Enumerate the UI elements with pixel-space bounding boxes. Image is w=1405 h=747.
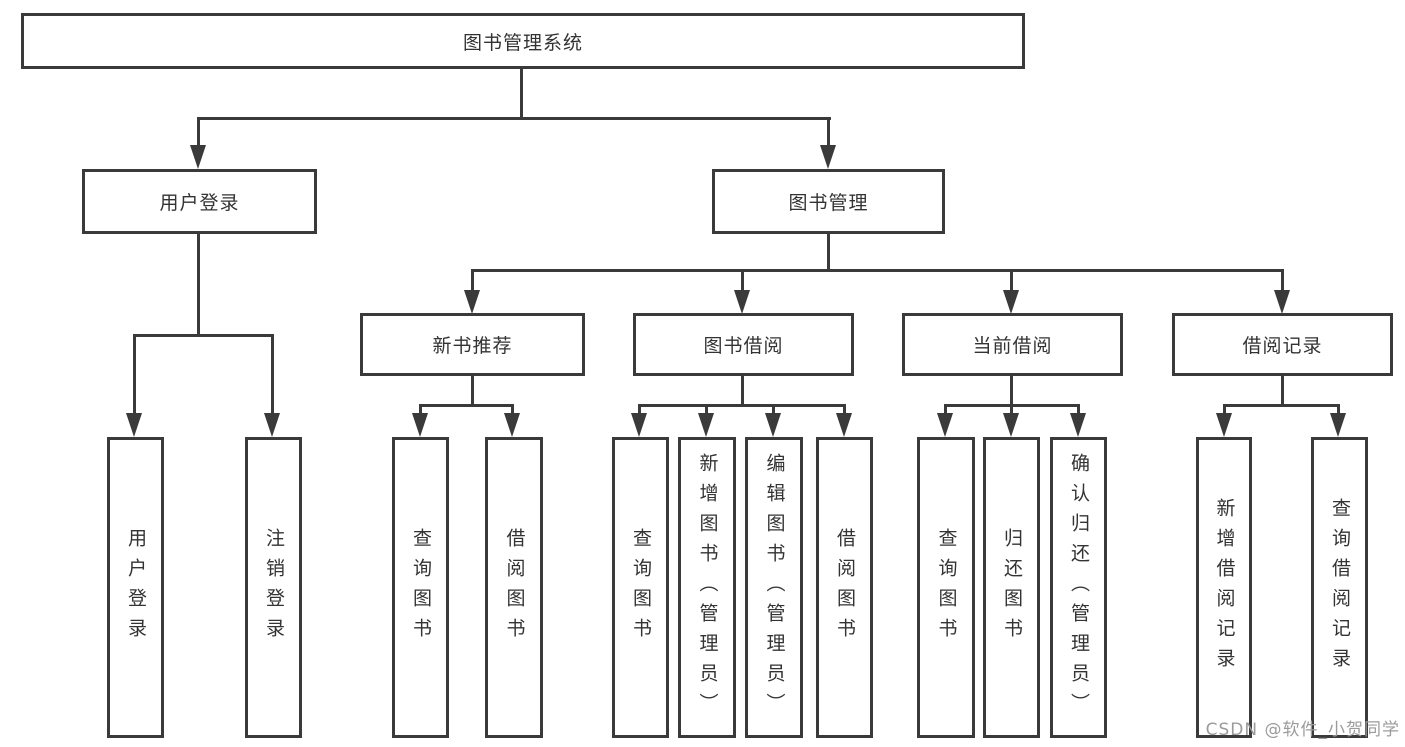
csdn-watermark: CSDN @软件_小贺同学 bbox=[1205, 720, 1400, 740]
node-label: 查询图书 bbox=[630, 527, 652, 648]
node-label: 借阅记录 bbox=[1242, 335, 1323, 357]
connector-hline bbox=[133, 334, 274, 337]
leaf-borrow-books-recommend: 借阅图书 bbox=[485, 437, 543, 738]
leaf-edit-books-admin: 编辑图书（管理员） bbox=[745, 437, 803, 738]
connector-vline bbox=[741, 269, 744, 295]
connector-vline bbox=[133, 334, 136, 416]
node-book-management: 图书管理 bbox=[712, 169, 945, 234]
connector-vline bbox=[1010, 404, 1013, 417]
arrowhead-down-icon bbox=[1274, 290, 1290, 314]
arrowhead-down-icon bbox=[734, 290, 750, 314]
arrowhead-down-icon bbox=[1003, 413, 1019, 437]
node-label: 查询图书 bbox=[410, 527, 432, 648]
leaf-query-books-current: 查询图书 bbox=[917, 437, 975, 738]
connector-hline bbox=[638, 404, 846, 407]
node-current-borrowing: 当前借阅 bbox=[902, 313, 1123, 376]
connector-hline bbox=[197, 117, 831, 120]
arrowhead-down-icon bbox=[504, 413, 520, 437]
connector-vline bbox=[772, 404, 775, 417]
node-label: 借阅图书 bbox=[503, 527, 526, 648]
connector-vline bbox=[1223, 404, 1226, 417]
node-label: 编辑图书（管理员） bbox=[763, 452, 786, 723]
node-label: 图书管理 bbox=[788, 192, 869, 214]
arrowhead-down-icon bbox=[1070, 413, 1086, 437]
leaf-add-borrow-record: 新增借阅记录 bbox=[1196, 437, 1252, 738]
arrowhead-down-icon bbox=[1003, 290, 1019, 314]
connector-hline bbox=[419, 404, 514, 407]
connector-vline bbox=[1337, 404, 1340, 417]
connector-vline bbox=[741, 376, 744, 406]
node-label: 用户登录 bbox=[125, 527, 147, 648]
node-label: 查询借阅记录 bbox=[1329, 497, 1351, 678]
node-user-login: 用户登录 bbox=[82, 169, 317, 234]
arrowhead-down-icon bbox=[937, 413, 953, 437]
connector-hline bbox=[471, 269, 1284, 272]
leaf-query-borrow-record: 查询借阅记录 bbox=[1311, 437, 1368, 738]
leaf-add-books-admin: 新增图书（管理员） bbox=[678, 437, 736, 738]
node-label: 用户登录 bbox=[159, 192, 240, 214]
leaf-user-login: 用户登录 bbox=[107, 437, 164, 738]
node-label: 注销登录 bbox=[263, 527, 285, 648]
leaf-query-books-borrowing: 查询图书 bbox=[612, 437, 669, 738]
node-label: 确认归还（管理员） bbox=[1068, 452, 1090, 723]
arrowhead-down-icon bbox=[836, 413, 852, 437]
node-label: 当前借阅 bbox=[972, 335, 1053, 357]
connector-vline bbox=[419, 404, 422, 417]
leaf-return-books: 归还图书 bbox=[983, 437, 1040, 738]
connector-vline bbox=[197, 117, 200, 149]
connector-hline bbox=[1223, 404, 1340, 407]
node-label: 新书推荐 bbox=[432, 335, 513, 357]
node-library-management-system: 图书管理系统 bbox=[21, 13, 1025, 69]
arrowhead-down-icon bbox=[631, 413, 647, 437]
arrowhead-down-icon bbox=[765, 413, 781, 437]
connector-vline bbox=[1077, 404, 1080, 417]
node-label: 新增图书（管理员） bbox=[696, 452, 719, 723]
arrowhead-down-icon bbox=[820, 145, 836, 169]
connector-vline bbox=[471, 376, 474, 406]
node-book-borrowing: 图书借阅 bbox=[633, 313, 854, 376]
connector-vline bbox=[1281, 376, 1284, 406]
leaf-confirm-return-admin: 确认归还（管理员） bbox=[1050, 437, 1107, 738]
connector-vline bbox=[1010, 376, 1013, 406]
connector-vline bbox=[520, 68, 523, 119]
connector-vline bbox=[471, 269, 474, 295]
connector-vline bbox=[843, 404, 846, 417]
connector-vline bbox=[271, 334, 274, 416]
node-new-book-recommendation: 新书推荐 bbox=[360, 313, 585, 376]
leaf-query-books-recommend: 查询图书 bbox=[392, 437, 449, 738]
node-label: 新增借阅记录 bbox=[1213, 497, 1236, 678]
node-label: 借阅图书 bbox=[834, 527, 856, 648]
node-label: 图书借阅 bbox=[703, 335, 784, 357]
arrowhead-down-icon bbox=[1330, 413, 1346, 437]
node-borrowing-records: 借阅记录 bbox=[1172, 313, 1393, 376]
leaf-logout: 注销登录 bbox=[245, 437, 302, 738]
connector-vline bbox=[827, 117, 830, 149]
arrowhead-down-icon bbox=[190, 145, 206, 169]
arrowhead-down-icon bbox=[698, 413, 714, 437]
node-label: 归还图书 bbox=[1001, 527, 1023, 648]
connector-vline bbox=[511, 404, 514, 417]
connector-vline bbox=[944, 404, 947, 417]
arrowhead-down-icon bbox=[464, 290, 480, 314]
arrowhead-down-icon bbox=[1216, 413, 1232, 437]
arrowhead-down-icon bbox=[264, 413, 280, 437]
connector-vline bbox=[1281, 269, 1284, 295]
connector-vline bbox=[705, 404, 708, 417]
connector-vline bbox=[197, 234, 200, 337]
node-label: 图书管理系统 bbox=[462, 31, 583, 54]
node-label: 查询图书 bbox=[935, 527, 958, 648]
connector-vline bbox=[827, 234, 830, 272]
connector-vline bbox=[1010, 269, 1013, 295]
arrowhead-down-icon bbox=[412, 413, 428, 437]
connector-vline bbox=[638, 404, 641, 417]
arrowhead-down-icon bbox=[126, 413, 142, 437]
leaf-borrow-books: 借阅图书 bbox=[816, 437, 873, 738]
